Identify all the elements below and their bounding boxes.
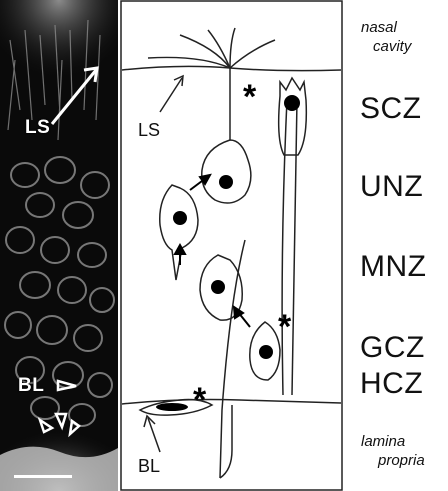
zone-gcz: GCZ xyxy=(360,331,425,365)
micrograph-ls-label: LS xyxy=(25,117,50,139)
nasal-cavity-label-line1: nasal xyxy=(361,19,397,36)
diagram-bl-label: BL xyxy=(138,456,160,477)
diagram-bl-pointer xyxy=(144,416,160,452)
diagram-drawing xyxy=(120,0,343,491)
zone-scz: SCZ xyxy=(360,92,422,126)
diagram-ls-label: LS xyxy=(138,120,160,141)
zone-unz: UNZ xyxy=(360,170,423,204)
nucleus-mature-neuron xyxy=(219,175,233,189)
nucleus-horizontal xyxy=(156,403,188,411)
lamina-propria-label-line1: lamina xyxy=(361,433,405,450)
mature-neuron-cell xyxy=(202,140,251,203)
diagram-ls-pointer xyxy=(160,76,183,112)
sustentacular-cell xyxy=(279,78,307,155)
asterisk-globose: * xyxy=(278,310,291,344)
schematic-diagram: LS BL * * * xyxy=(120,0,343,491)
zone-mnz: MNZ xyxy=(360,250,426,284)
micrograph-bl-label: BL xyxy=(18,375,44,397)
nucleus-globose xyxy=(259,345,273,359)
nucleus-immature-2 xyxy=(211,280,225,294)
lamina-propria-label-line2: propria xyxy=(378,452,425,469)
asterisk-horizontal: * xyxy=(193,383,206,417)
scale-bar xyxy=(14,475,72,478)
asterisk-sustentacular: * xyxy=(243,80,256,114)
zone-labels: nasal cavity SCZ UNZ MNZ GCZ HCZ lamina … xyxy=(343,0,448,491)
nucleus-immature-1 xyxy=(173,211,187,225)
zone-hcz: HCZ xyxy=(360,367,423,401)
nasal-cavity-label-line2: cavity xyxy=(373,38,411,55)
nucleus-sustentacular xyxy=(284,95,300,111)
basal-lamina-line xyxy=(122,400,341,405)
micrograph-panel: LS BL xyxy=(0,0,118,491)
micrograph-image xyxy=(0,0,118,491)
immature-neuron-cell-1 xyxy=(160,185,198,280)
